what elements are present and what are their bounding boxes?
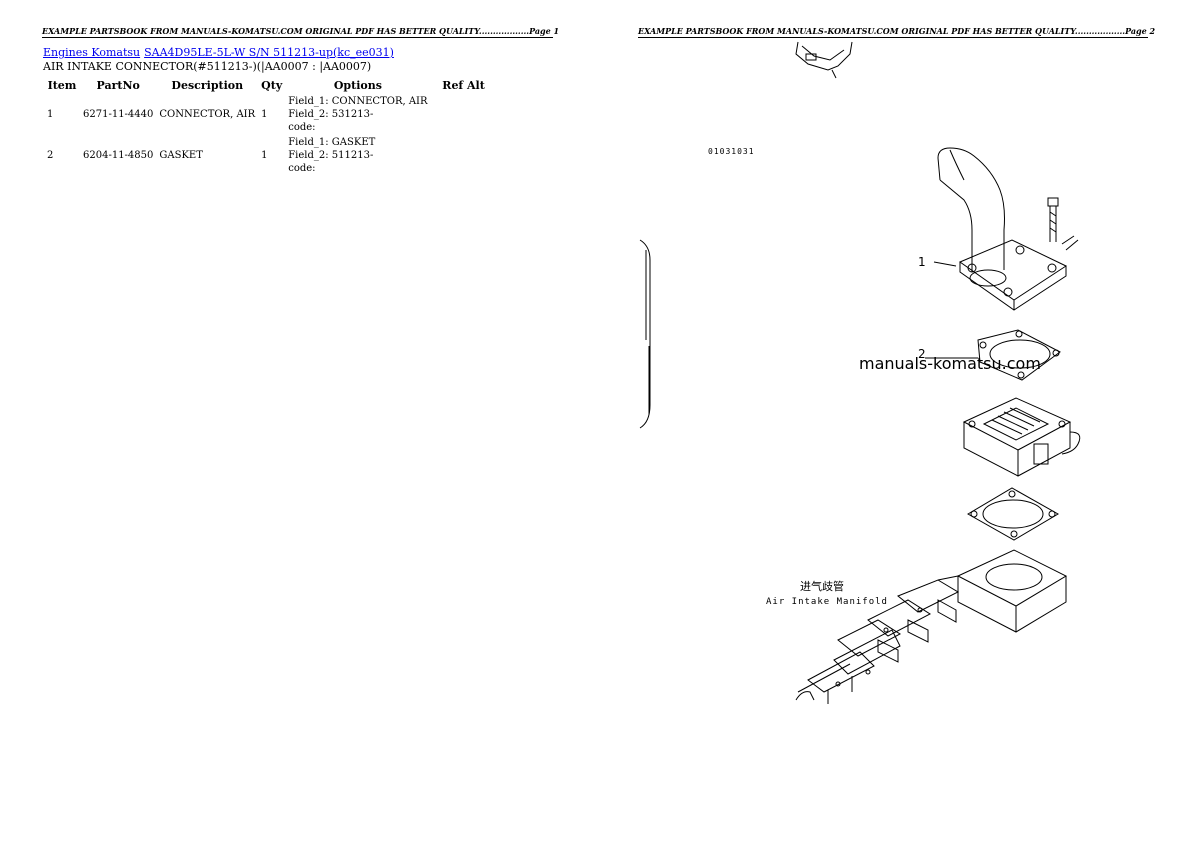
- col-header-item: Item: [47, 79, 77, 92]
- breadcrumb-link-model[interactable]: SAA4D95LE-5L-W S/N 511213-up(kc_ee031): [144, 46, 394, 59]
- col-header-refalt: Ref Alt: [442, 79, 485, 92]
- cell-refalt: [432, 136, 496, 175]
- callout-1: 1: [918, 255, 926, 269]
- cell-partno: 6271-11-4440: [83, 109, 154, 120]
- label-en: Air Intake Manifold: [766, 597, 888, 607]
- table-header-row: Item PartNo Description Qty Options Ref …: [45, 78, 496, 93]
- cell-description: CONNECTOR, AIR: [159, 109, 256, 120]
- option-code: code:: [288, 163, 316, 174]
- cell-description: GASKET: [159, 150, 203, 161]
- lower-gasket-part: [967, 487, 1059, 541]
- parts-table: Item PartNo Description Qty Options Ref …: [43, 76, 498, 177]
- cell-options: Field_1: GASKET Field_2: 511213- code:: [286, 136, 429, 175]
- option-field-1: Field_1: CONNECTOR, AIR: [288, 96, 428, 107]
- breadcrumb-link-engines[interactable]: Engines Komatsu: [43, 46, 141, 59]
- cell-refalt: [432, 95, 496, 134]
- cell-partno: 6204-11-4850: [83, 150, 154, 161]
- left-bracket-lines: [639, 239, 651, 429]
- col-header-description: Description: [171, 79, 244, 92]
- cell-qty: 1: [261, 150, 268, 161]
- drawing-code: 01031031: [708, 147, 755, 156]
- cell-options: Field_1: CONNECTOR, AIR Field_2: 531213-…: [286, 95, 429, 134]
- option-field-2: Field_2: 531213-: [288, 109, 374, 120]
- cell-item: 2: [47, 150, 54, 161]
- cell-qty: 1: [261, 109, 268, 120]
- gasket-part: [977, 329, 1061, 381]
- connector-air-part: [937, 147, 1079, 311]
- parts-diagram: 01031031 1 2 manuals-komatsu.com 进气歧管 Ai…: [638, 40, 1190, 720]
- watermark-text: manuals-komatsu.com: [859, 354, 1041, 373]
- heater-block-part: [962, 397, 1081, 477]
- intake-manifold-part: [795, 549, 1068, 704]
- table-row: 2 6204-11-4850 GASKET 1 Field_1: GASKET …: [45, 136, 496, 175]
- col-header-options: Options: [333, 79, 382, 92]
- leader-line-1: [933, 261, 957, 267]
- option-code: code:: [288, 122, 316, 133]
- page2-header: EXAMPLE PARTSBOOK FROM MANUALS-KOMATSU.C…: [638, 26, 1156, 38]
- option-field-2: Field_2: 511213-: [288, 150, 374, 161]
- cell-item: 1: [47, 109, 54, 120]
- callout-2: 2: [918, 347, 926, 361]
- page-title: AIR INTAKE CONNECTOR(#511213-)(|AA0007 :…: [43, 60, 372, 73]
- page1-header: EXAMPLE PARTSBOOK FROM MANUALS-KOMATSU.C…: [42, 26, 560, 38]
- partial-part-top: [795, 41, 853, 79]
- table-row: 1 6271-11-4440 CONNECTOR, AIR 1 Field_1:…: [45, 95, 496, 134]
- option-field-1: Field_1: GASKET: [288, 137, 376, 148]
- label-cn: 进气歧管: [800, 579, 844, 593]
- diagram-svg: 01031031 1 2 manuals-komatsu.com 进气歧管 Ai…: [639, 41, 1081, 704]
- col-header-partno: PartNo: [96, 79, 140, 92]
- col-header-qty: Qty: [261, 79, 283, 92]
